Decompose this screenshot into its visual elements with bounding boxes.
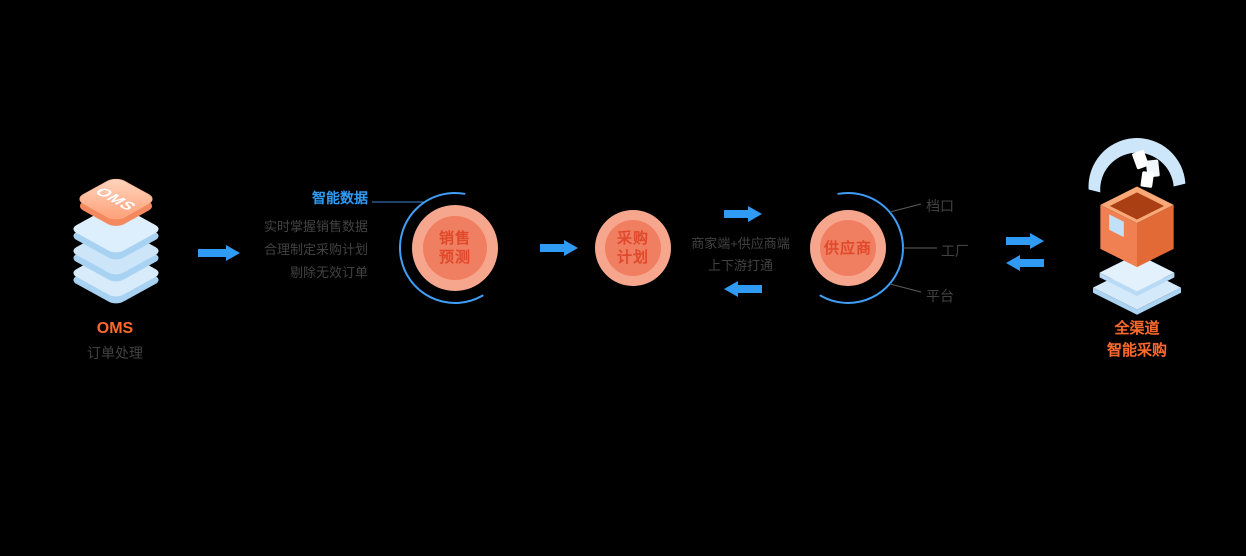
result-line2: 智能采购: [1106, 342, 1167, 359]
smart-data-item: 合理制定采购计划: [263, 242, 368, 257]
oms-subtitle: 订单处理: [87, 345, 143, 361]
node-supplier: 供应商: [810, 210, 886, 286]
base-slab: [1099, 253, 1175, 292]
arrow-left-box-to-supplier: [1006, 255, 1044, 271]
oms-caption: OMS 订单处理: [55, 318, 175, 363]
oms-stack-icon: OMS: [73, 178, 159, 304]
arrow-right-forecast-to-plan: [540, 240, 578, 256]
mid-link-line1: 商家端+供应商端: [691, 236, 790, 251]
result-caption: 全渠道 智能采购: [1077, 318, 1197, 362]
paper: [1132, 149, 1149, 170]
node-label-line: 采购: [616, 230, 649, 247]
mid-link-text: 商家端+供应商端 上下游打通: [683, 233, 798, 277]
smart-data-item: 实时掌握销售数据: [263, 219, 368, 234]
arrow-right-plan-to-supplier: [724, 206, 762, 222]
swoosh-shape: [1088, 138, 1186, 193]
arrow-left-supplier-to-plan: [724, 281, 762, 297]
paper: [1140, 171, 1154, 188]
stack-slab: [73, 205, 159, 253]
channel-label-pingtai: 平台: [926, 288, 954, 304]
node-label-line: 销售: [438, 230, 471, 247]
channel-line-dangkou: [889, 203, 922, 213]
procurement-box-icon: [1088, 138, 1186, 315]
channel-label-gongchang: 工厂: [941, 243, 969, 259]
channel-label-dangkou: 档口: [926, 198, 954, 214]
smart-data-title: 智能数据: [312, 190, 368, 206]
oms-tile: [79, 178, 153, 220]
node-supplier-label: 供应商: [824, 239, 872, 258]
node-purchase-plan-inner: [605, 220, 661, 276]
box-right-face: [1137, 204, 1174, 268]
node-purchase-plan-label: 采购 计划: [617, 229, 649, 267]
node-label-line: 计划: [616, 249, 649, 266]
oms-title: OMS: [96, 320, 134, 337]
base-slab-side: [1099, 272, 1175, 297]
box-panel: [1109, 214, 1124, 238]
smart-data-item: 剔除无效订单: [289, 265, 368, 280]
base-slab-side: [1093, 287, 1181, 315]
arrow-right-supplier-to-box: [1006, 233, 1044, 249]
result-line1: 全渠道: [1114, 320, 1160, 337]
node-label-line: 供应商: [823, 239, 872, 257]
node-purchase-plan: 采购 计划: [595, 210, 671, 286]
node-label-line: 预测: [438, 249, 471, 266]
node-sales-forecast-label: 销售 预测: [439, 229, 471, 267]
smart-data-block: 智能数据 实时掌握销售数据 合理制定采购计划 剔除无效订单: [228, 188, 368, 284]
node-sales-forecast: 销售 预测: [412, 205, 498, 291]
mid-link-line2: 上下游打通: [707, 258, 773, 273]
channel-line-pingtai: [889, 283, 922, 293]
